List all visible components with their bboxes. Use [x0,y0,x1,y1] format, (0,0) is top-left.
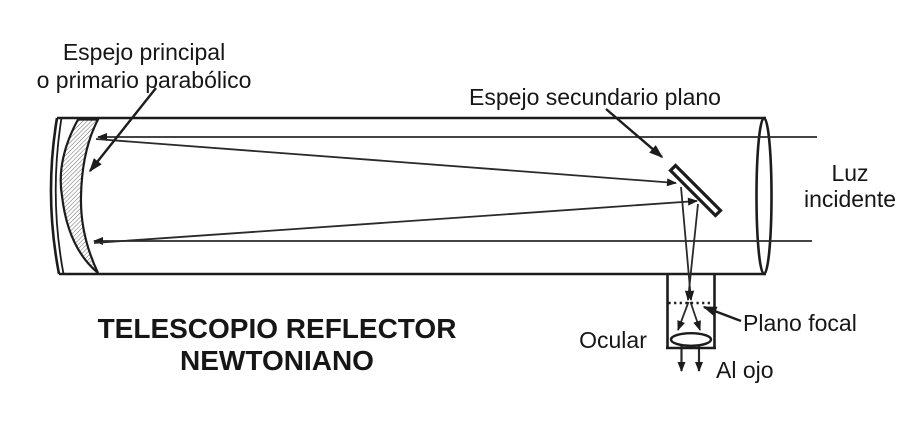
to-eye-label: Al ojo [716,357,774,383]
secondary-mirror-arrow [605,108,664,158]
primary-mirror-arrow [89,87,157,173]
primary-mirror [59,118,100,274]
primary-mirror-label-line2: o primario parabólico [37,67,252,93]
diverging-ray-left [677,301,690,331]
incident-light-label-line2: incidente [804,186,896,212]
reflected-ray-lower [93,197,698,244]
diagram-title-line2: NEWTONIANO [180,345,374,376]
eyepiece-lens [669,332,713,348]
focal-plane-arrow [702,305,742,323]
tube-left-end-outer-arc [49,117,61,275]
eyepiece-label: Ocular [579,327,647,353]
secondary-mirror-label: Espejo secundario plano [469,84,721,110]
label-arrows [89,87,742,323]
tube-left-end-inner-arc [54,117,65,275]
eyepiece-assembly [666,275,716,350]
light-rays [93,133,817,372]
secondary-mirror [668,163,723,218]
tube-right-opening [755,116,773,276]
primary-mirror-label-line1: Espejo principal [63,39,225,65]
incident-light-label-line1: Luz [831,160,868,186]
telescope-tube [49,116,773,276]
converging-ray-right [684,203,699,301]
diverging-ray-right [689,301,701,331]
diagram-title-line1: TELESCOPIO REFLECTOR [98,313,457,344]
focal-plane-label: Plano focal [743,310,857,336]
reflected-ray-upper [95,138,677,187]
